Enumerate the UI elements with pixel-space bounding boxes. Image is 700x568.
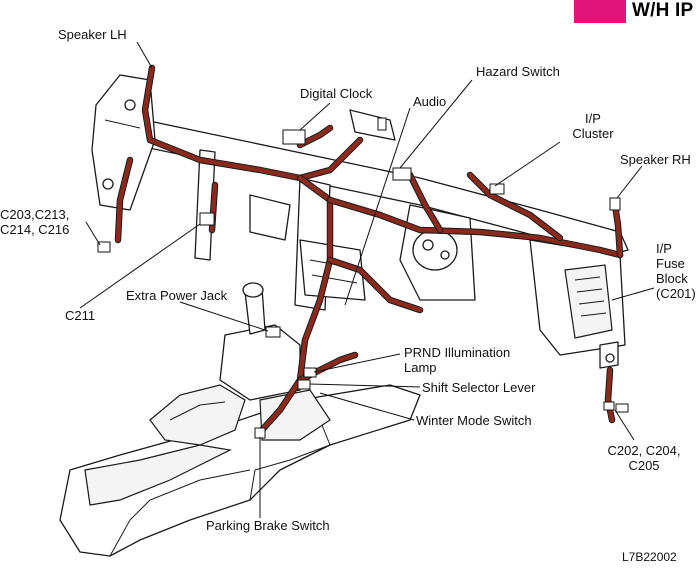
label-parking-brake-switch: Parking Brake Switch [206,518,330,533]
label-prnd-line1: PRND Illumination [404,345,511,360]
label-prnd-line2: Lamp [404,360,437,375]
floor-console [59,384,421,557]
label-ip-fuse-block: I/P Fuse Block (C201) [656,241,696,301]
label-audio: Audio [413,94,447,109]
label-c202-line1: C202, C204, [607,443,681,458]
label-ip-cluster: I/P Cluster [567,111,619,141]
label-ip-fuse-line4: (C201) [656,286,696,301]
label-ip-fuse-line3: Block [656,271,688,286]
label-prnd-illumination-lamp: PRND Illumination Lamp [404,345,510,375]
label-extra-power-jack: Extra Power Jack [126,288,228,303]
label-speaker-lh: Speaker LH [58,27,127,42]
label-c202-group: C202, C204, C205 [604,443,684,473]
label-hazard-switch: Hazard Switch [476,64,560,79]
label-c211: C211 [65,308,96,323]
label-c203-line2: C214, C216 [0,222,70,237]
section-tag: W/H IP [632,0,694,21]
label-speaker-rh: Speaker RH [620,152,691,167]
label-c203-group: C203,C213, C214, C216 [0,207,69,237]
cross-car-beam [91,74,629,369]
section-tag-swatch [574,0,626,23]
label-shift-selector-lever: Shift Selector Lever [422,380,536,395]
label-ip-fuse-line1: I/P [656,241,672,256]
connectors [97,117,629,439]
label-c202-line2: C205 [628,458,660,473]
label-c203-line1: C203,C213, [0,207,70,222]
figure-code: L7B22002 [622,550,677,564]
label-winter-mode-switch: Winter Mode Switch [416,413,532,428]
instrument-panel-harness [114,64,624,434]
label-ip-cluster-line1: I/P [585,111,601,126]
leader-lines [79,41,655,518]
label-ip-fuse-line2: Fuse [656,256,685,271]
label-ip-cluster-line2: Cluster [572,126,614,141]
label-digital-clock: Digital Clock [300,86,373,101]
